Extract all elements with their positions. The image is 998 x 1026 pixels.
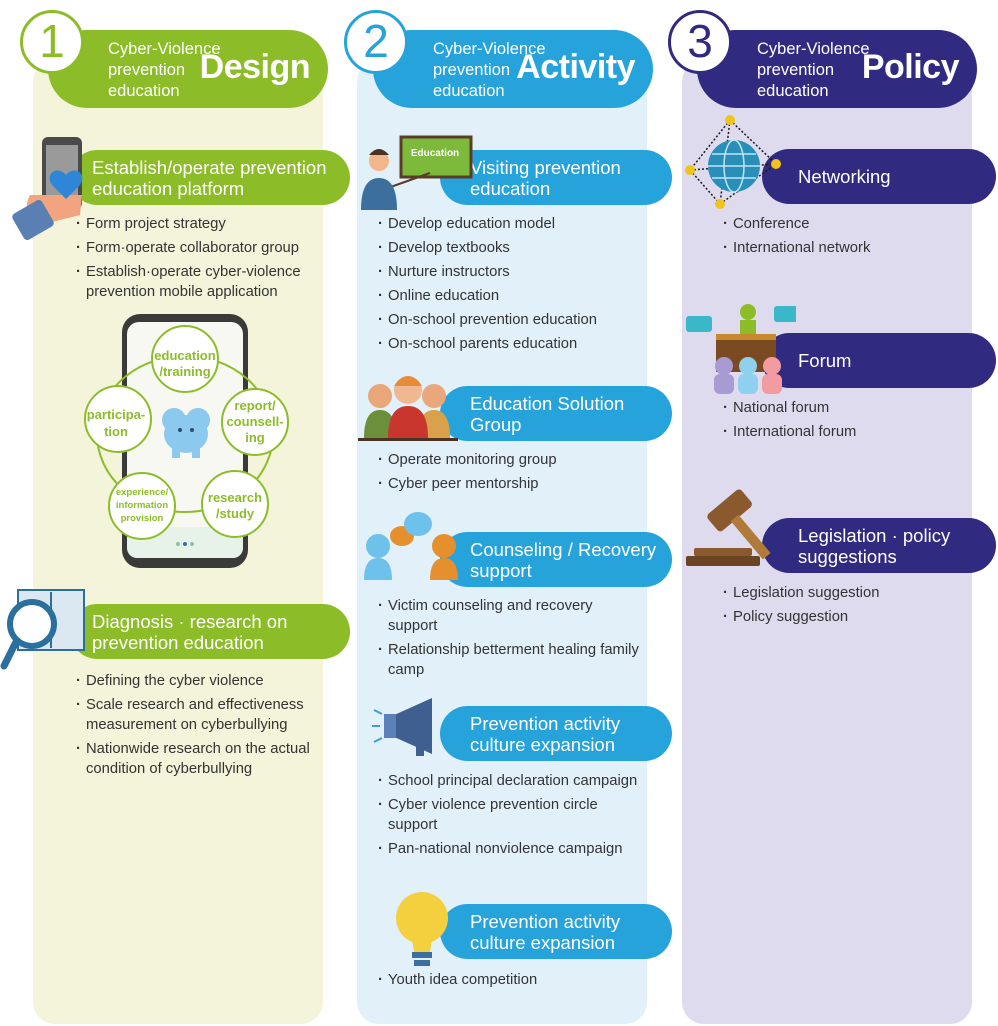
list-item: Online education <box>378 286 643 306</box>
visiting-item-list: Develop education model Develop textbook… <box>378 214 643 358</box>
list-item: Relationship betterment healing family c… <box>378 640 643 680</box>
list-item: Defining the cyber violence <box>76 671 326 691</box>
list-item: Nurture instructors <box>378 262 643 282</box>
cycle-label-participation: participa- tion <box>86 407 146 439</box>
cycle-label-education: education /training <box>154 348 216 379</box>
visiting-section-title: Visiting prevention education <box>440 150 672 205</box>
idea-item-list: Youth idea competition <box>378 970 643 994</box>
design-header: Cyber-Violence prevention education Desi… <box>48 30 328 108</box>
legislation-section-title: Legislation · policy suggestions <box>762 518 996 573</box>
counseling-item-list: Victim counseling and recovery support R… <box>378 596 643 684</box>
list-item: Cyber violence prevention circle support <box>378 795 643 835</box>
list-item: Scale research and effectiveness measure… <box>76 695 326 735</box>
phone-heart-icon <box>12 137 83 241</box>
list-item: Cyber peer mentorship <box>378 474 643 494</box>
culture-expansion-item-list: School principal declaration campaign Cy… <box>378 771 643 863</box>
cycle-label-experience: experience/ information provision <box>115 487 169 524</box>
diagnosis-section-title: Diagnosis · research on prevention educa… <box>70 604 350 659</box>
list-item: Operate monitoring group <box>378 450 643 470</box>
list-item: Legislation suggestion <box>723 583 973 603</box>
solution-group-item-list: Operate monitoring group Cyber peer ment… <box>378 450 643 498</box>
board-label: Education <box>410 148 460 159</box>
networking-item-list: Conference International network <box>723 214 973 262</box>
cycle-label-report: report/ counsell- ing <box>226 398 284 445</box>
forum-item-list: National forum International forum <box>723 398 973 446</box>
list-item: Form·operate collaborator group <box>76 238 326 258</box>
idea-section-title: Prevention activity culture expansion <box>440 904 672 959</box>
list-item: National forum <box>723 398 973 418</box>
policy-header-title: Policy <box>861 48 960 86</box>
list-item: Victim counseling and recovery support <box>378 596 643 636</box>
list-item: Establish·operate cyber-violence prevent… <box>76 262 326 302</box>
counseling-chat-icon <box>364 512 458 580</box>
policy-header-subtitle: Cyber-Violence prevention education <box>757 40 870 100</box>
gavel-icon <box>686 489 771 566</box>
list-item: School principal declaration campaign <box>378 771 643 791</box>
elephant-icon <box>162 408 210 458</box>
design-header-subtitle: Cyber-Violence prevention education <box>108 40 221 100</box>
list-item: Develop textbooks <box>378 238 643 258</box>
teacher-board-icon <box>361 135 473 210</box>
list-item: Youth idea competition <box>378 970 643 990</box>
people-group-icon <box>358 376 458 441</box>
lightbulb-icon <box>396 892 448 966</box>
forum-section-title: Forum <box>762 333 996 388</box>
step-number-1: 1 <box>20 10 84 74</box>
list-item: Nationwide research on the actual condit… <box>76 739 326 779</box>
list-item: Develop education model <box>378 214 643 234</box>
platform-section-title: Establish/operate prevention education p… <box>70 150 350 205</box>
culture-expansion-section-title: Prevention activity culture expansion <box>440 706 672 761</box>
cycle-label-research: research /study <box>207 490 263 521</box>
activity-header-subtitle: Cyber-Violence prevention education <box>433 40 546 100</box>
networking-section-title: Networking <box>762 149 996 204</box>
step-number-2: 2 <box>344 10 408 74</box>
list-item: International forum <box>723 422 973 442</box>
activity-header-title: Activity <box>516 48 635 86</box>
legislation-item-list: Legislation suggestion Policy suggestion <box>723 583 973 631</box>
counseling-section-title: Counseling / Recovery support <box>440 532 672 587</box>
list-item: On-school parents education <box>378 334 643 354</box>
list-item: International network <box>723 238 973 258</box>
magnifier-book-icon <box>0 589 85 670</box>
diagnosis-item-list: Defining the cyber violence Scale resear… <box>76 671 326 783</box>
policy-header: Cyber-Violence prevention education Poli… <box>697 30 977 108</box>
list-item: On-school prevention education <box>378 310 643 330</box>
list-item: Conference <box>723 214 973 234</box>
globe-network-icon <box>685 115 781 209</box>
list-item: Policy suggestion <box>723 607 973 627</box>
activity-header: Cyber-Violence prevention education Acti… <box>373 30 653 108</box>
megaphone-icon <box>372 698 432 756</box>
list-item: Pan-national nonviolence campaign <box>378 839 643 859</box>
mobile-app-illustration <box>84 314 289 568</box>
forum-podium-icon <box>686 304 796 394</box>
step-number-3: 3 <box>668 10 732 74</box>
list-item: Form project strategy <box>76 214 326 234</box>
solution-group-section-title: Education Solution Group <box>440 386 672 441</box>
design-header-title: Design <box>199 48 311 86</box>
platform-item-list: Form project strategy Form·operate colla… <box>76 214 326 306</box>
